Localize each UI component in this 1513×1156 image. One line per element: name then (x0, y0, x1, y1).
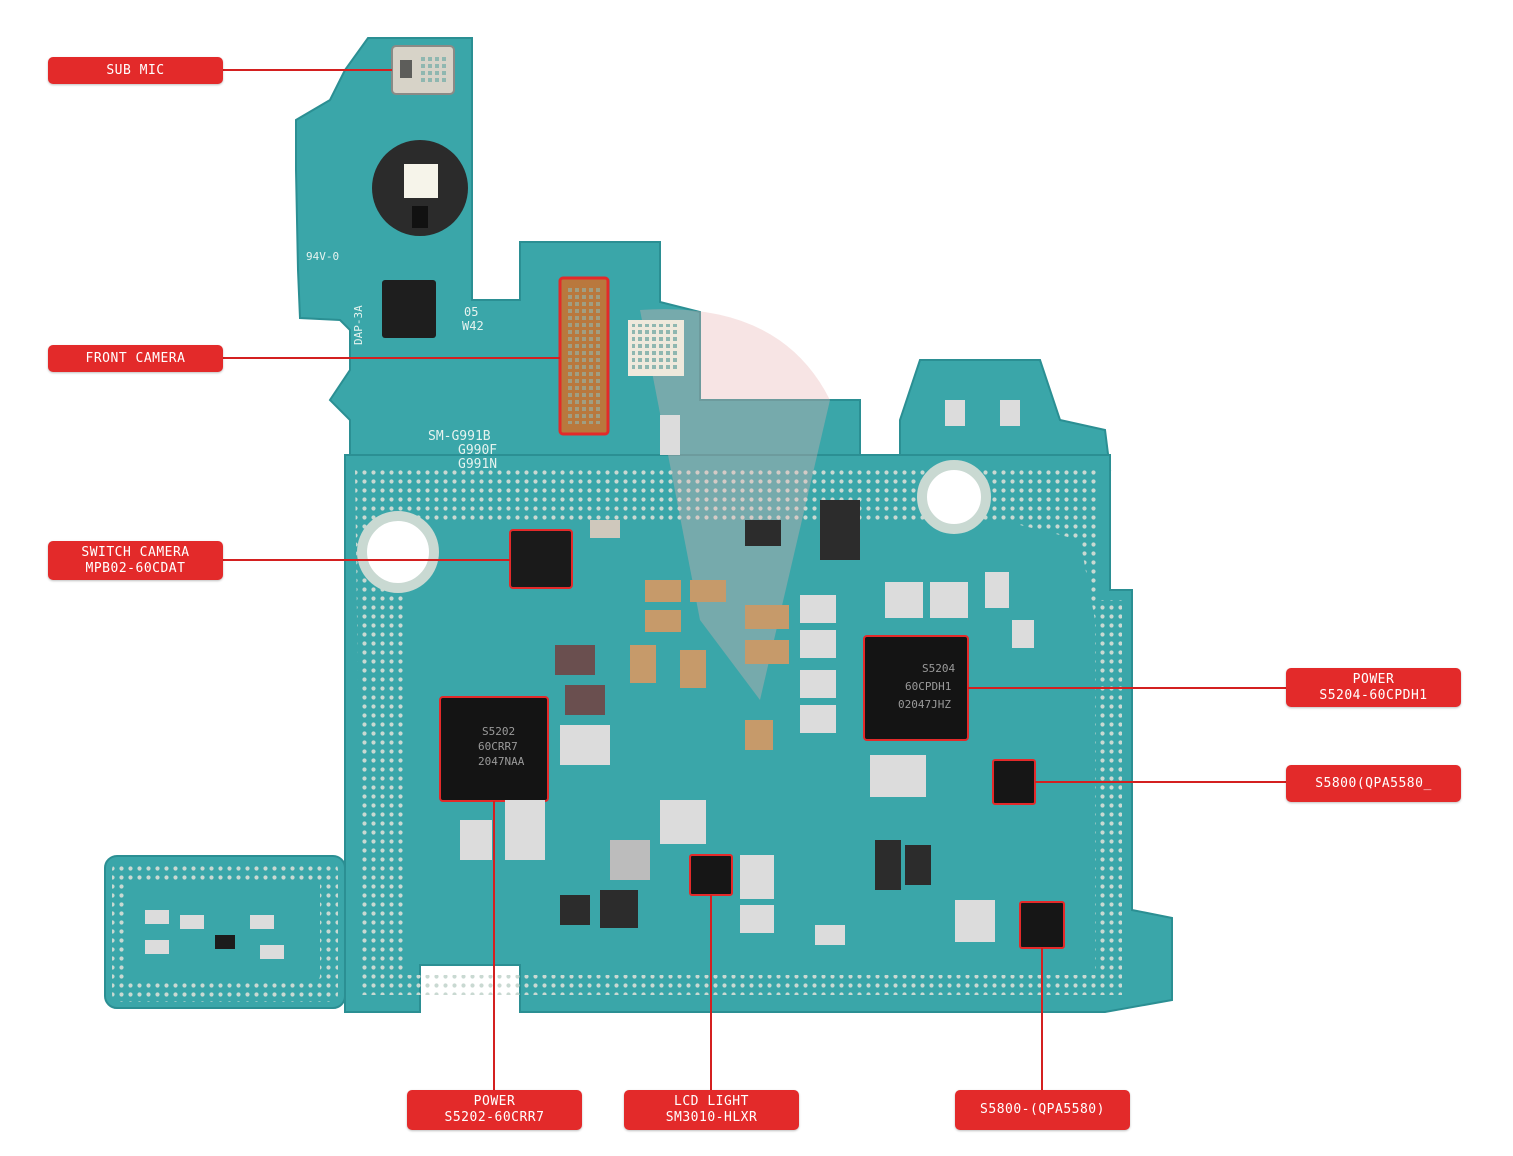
small-ic (382, 280, 436, 338)
label-lcd-light: LCD LIGHT SM3010-HLXR (624, 1090, 799, 1130)
board-marking-dap: DAP-3A (352, 305, 365, 345)
label-text: SWITCH CAMERA (81, 544, 190, 560)
board-marking-model: G990F (458, 443, 497, 458)
s5800-chip-right (992, 759, 1036, 805)
flash-sensor (412, 206, 428, 228)
chip-marking: 60CPDH1 (905, 680, 951, 693)
label-text: POWER (473, 1094, 516, 1109)
label-text: S5800(QPA5580_ (1315, 775, 1432, 791)
sub-mic-port (400, 60, 412, 78)
label-text: POWER (1352, 671, 1395, 687)
s5800-chip-bottom (1019, 901, 1065, 949)
label-text: S5800-(QPA5580) (980, 1102, 1105, 1117)
label-front-camera: FRONT CAMERA (48, 345, 223, 372)
label-power-bottom: POWER S5202-60CRR7 (407, 1090, 582, 1130)
board-marking-week: W42 (462, 319, 484, 333)
board-marking-code: 05 (464, 305, 478, 319)
label-text: SM3010-HLXR (665, 1110, 758, 1125)
label-switch-camera: SWITCH CAMERA MPB02-60CDAT (48, 541, 223, 580)
left-module-inner (128, 880, 320, 980)
board-marking-rating: 94V-0 (306, 250, 339, 263)
label-s5800-bottom: S5800-(QPA5580) (955, 1090, 1130, 1130)
watermark-shape (640, 309, 830, 700)
chip-marking: S5204 (922, 662, 955, 675)
passive-components (145, 400, 1034, 959)
label-text: S5204-60CPDH1 (1319, 687, 1428, 703)
board-marking-model: G991N (458, 457, 497, 472)
sub-mic-code (420, 56, 446, 84)
mount-hole (917, 460, 991, 534)
label-sub-mic: SUB MIC (48, 57, 223, 84)
label-text: FRONT CAMERA (85, 350, 186, 366)
label-power-right: POWER S5204-60CPDH1 (1286, 668, 1461, 707)
chip-marking: S5202 (482, 725, 515, 738)
label-text: SUB MIC (106, 62, 165, 78)
label-text: S5202-60CRR7 (444, 1110, 545, 1125)
chip-marking: 02047JHZ (898, 698, 951, 711)
chip-marking: 2047NAA (478, 755, 525, 768)
connector-pins (568, 288, 600, 424)
label-text: MPB02-60CDAT (85, 560, 186, 576)
mount-hole (357, 511, 439, 593)
board-marking-model: SM-G991B (428, 429, 491, 444)
via-ring (355, 470, 1122, 995)
label-s5800-right: S5800(QPA5580_ (1286, 765, 1461, 802)
leader-lines (222, 69, 1286, 1090)
switch-camera-chip (509, 529, 573, 589)
data-matrix-code (632, 324, 680, 372)
flash-led (404, 164, 438, 198)
label-text: LCD LIGHT (674, 1094, 749, 1109)
chip-marking: 60CRR7 (478, 740, 518, 753)
lcd-light-chip (689, 854, 733, 896)
